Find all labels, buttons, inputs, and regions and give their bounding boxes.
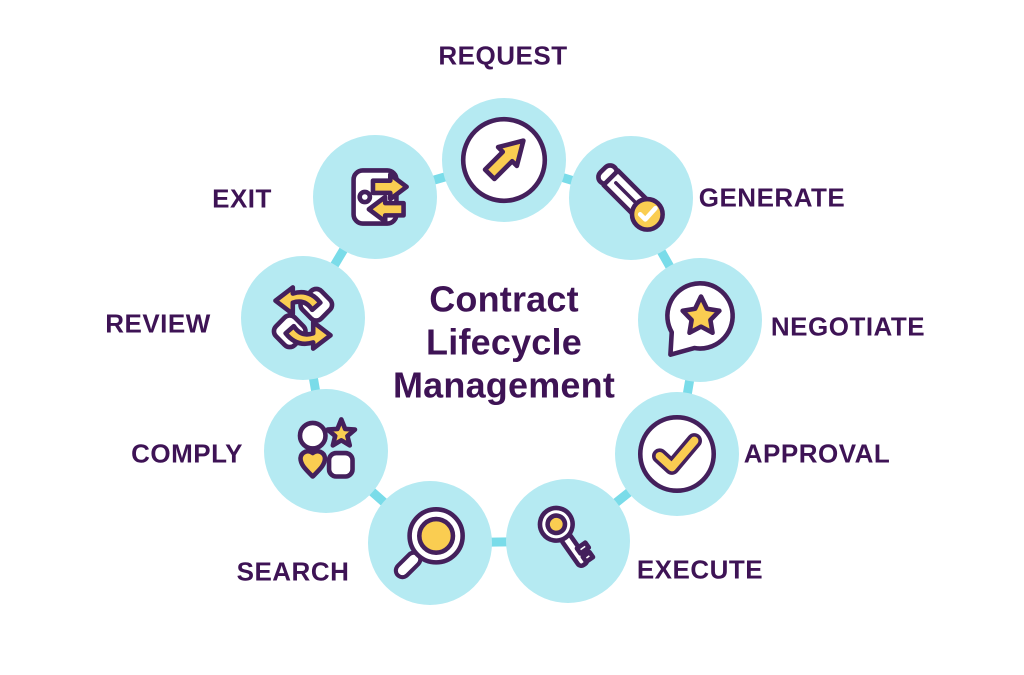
stage-label-search: SEARCH [236, 556, 350, 587]
pencil-check-icon [596, 163, 665, 232]
stage-circle-exit [313, 135, 437, 259]
diagram-title-line-3: Management [392, 364, 616, 406]
stage-label-approval: APPROVAL [743, 438, 891, 469]
diagram-title-line-1: Contract [429, 278, 579, 320]
diagram-title: Contract Lifecycle Management [393, 278, 615, 407]
checkmark-circle-icon [637, 414, 717, 494]
stage-label-comply: COMPLY [131, 438, 243, 469]
stage-circle-negotiate [638, 258, 762, 382]
stage-label-exit: EXIT [212, 183, 272, 214]
speech-bubble-star-icon [665, 281, 735, 357]
stage-circle-request [442, 98, 566, 222]
arrow-up-right-icon [460, 116, 548, 204]
diagram-title-line-2: Lifecycle [426, 321, 582, 363]
door-arrows-icon [351, 168, 409, 226]
stage-circle-approval [615, 392, 739, 516]
sync-arrows-icon [271, 285, 335, 351]
shapes-grid-icon [297, 417, 358, 479]
stage-label-review: REVIEW [105, 308, 211, 339]
magnifier-icon [393, 507, 465, 580]
stage-label-negotiate: NEGOTIATE [770, 311, 926, 342]
stage-circle-execute [506, 479, 630, 603]
stage-circle-review [241, 256, 365, 380]
stage-label-execute: EXECUTE [636, 554, 764, 585]
stage-circle-search [368, 481, 492, 605]
stage-label-request: REQUEST [438, 40, 568, 71]
key-icon [537, 505, 596, 569]
stage-circle-generate [569, 136, 693, 260]
stage-circle-comply [264, 389, 388, 513]
stage-label-generate: GENERATE [698, 182, 846, 213]
